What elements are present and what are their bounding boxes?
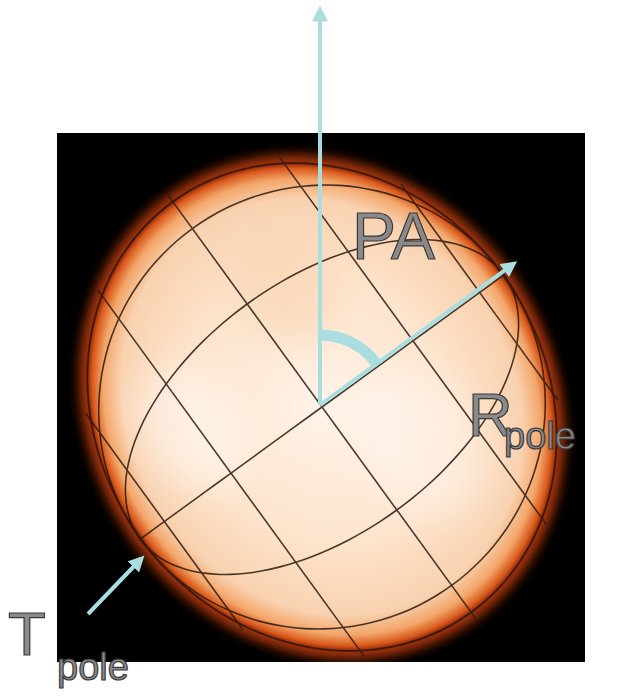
meridian-line bbox=[57, 133, 504, 539]
temperature-label: T bbox=[8, 603, 46, 665]
temperature-arrow bbox=[88, 560, 140, 614]
bright-patch bbox=[328, 345, 519, 545]
angle-label: PA bbox=[352, 203, 435, 269]
bright-patch bbox=[108, 343, 271, 515]
angle-arc bbox=[321, 335, 376, 364]
radius-subscript: pole bbox=[504, 417, 576, 455]
north-arrow bbox=[318, 12, 322, 405]
meridian-line bbox=[65, 172, 504, 540]
temperature-subscript: pole bbox=[57, 648, 129, 686]
meridian-line bbox=[140, 275, 579, 643]
